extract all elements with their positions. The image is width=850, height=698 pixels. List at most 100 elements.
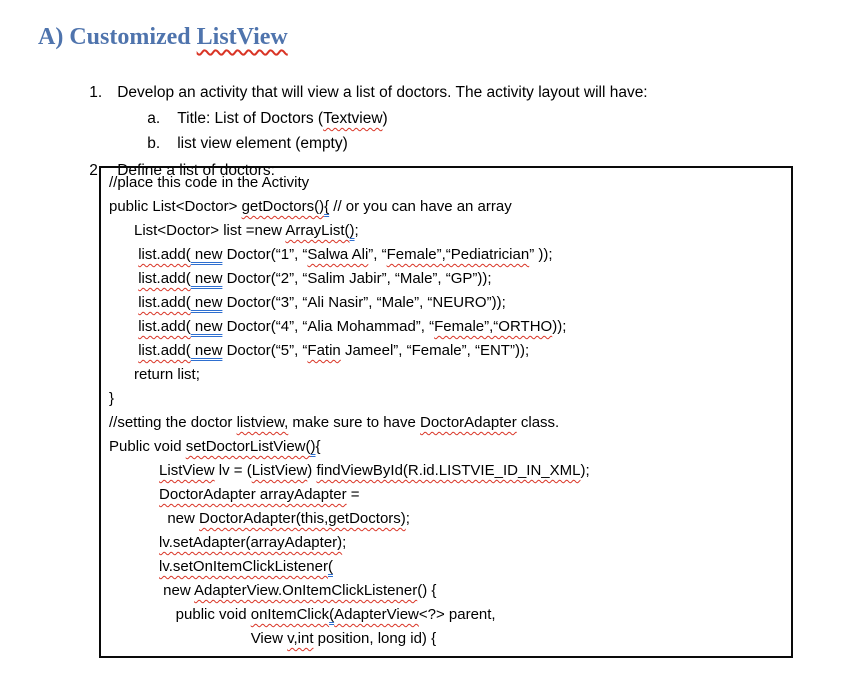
text-segment: Public void bbox=[109, 438, 186, 455]
text-segment: findViewById(R.id.LISTVIE_ID_IN_XML bbox=[316, 462, 581, 479]
text-segment: = bbox=[346, 486, 360, 503]
text-segment: make sure to have bbox=[288, 414, 420, 431]
code-line: list.add( new Doctor(“1”, “Salwa Ali”, “… bbox=[109, 243, 791, 267]
list-number: b. bbox=[147, 135, 161, 152]
text-segment bbox=[109, 318, 138, 335]
code-line: lv.setAdapter(arrayAdapter); bbox=[109, 531, 791, 555]
text-segment: Doctor(“2”, “Salim Jabir”, “Male”, “GP”)… bbox=[222, 270, 492, 287]
text-segment: lv.setOnItemClickListener bbox=[159, 558, 328, 575]
text-segment: { bbox=[324, 198, 330, 215]
text-segment: ListView bbox=[251, 462, 308, 479]
text-segment: DoctorAdapter bbox=[420, 414, 517, 431]
text-segment bbox=[109, 534, 159, 551]
code-block: //place this code in the Activity public … bbox=[99, 166, 793, 658]
text-segment: listview, bbox=[236, 414, 289, 431]
code-line: list.add( new Doctor(“3”, “Ali Nasir”, “… bbox=[109, 291, 791, 315]
text-segment: list.add( bbox=[138, 318, 191, 335]
text-segment: ) bbox=[310, 438, 316, 455]
text-segment: ArrayList( bbox=[285, 222, 350, 239]
text-segment: Doctor(“4”, “Alia Mohammad”, “ bbox=[222, 318, 435, 335]
list-item-develop-activity: 1. Develop an activity that will view a l… bbox=[72, 66, 647, 120]
code-line: //place this code in the Activity bbox=[109, 171, 791, 195]
code-line: list.add( new Doctor(“5”, “Fatin Jameel”… bbox=[109, 339, 791, 363]
code-line: new DoctorAdapter(this,getDoctors); bbox=[109, 507, 791, 531]
text-segment bbox=[109, 342, 138, 359]
text-segment: Doctor(“3”, “Ali Nasir”, “Male”, “NEURO”… bbox=[222, 294, 506, 311]
text-segment: Fatin bbox=[307, 342, 341, 359]
text-segment: class. bbox=[516, 414, 560, 431]
text-segment: )); bbox=[552, 318, 567, 335]
text-segment: getDoctors() bbox=[241, 198, 325, 215]
code-line: lv.setOnItemClickListener( bbox=[109, 555, 791, 579]
text-segment: <?> parent, bbox=[418, 606, 496, 623]
text-segment: new bbox=[190, 318, 223, 335]
text-segment: new bbox=[190, 270, 223, 287]
text-segment: lv.setAdapter(arrayAdapter) bbox=[159, 534, 343, 551]
text-segment: new bbox=[190, 294, 223, 311]
text-segment: new bbox=[109, 582, 195, 599]
text-segment: ) bbox=[307, 462, 317, 479]
text-segment: list.add( bbox=[138, 270, 191, 287]
text-segment: DoctorAdapter arrayAdapter bbox=[159, 486, 347, 503]
text-segment bbox=[109, 246, 138, 263]
text-segment: public void bbox=[109, 606, 251, 623]
code-line: list.add( new Doctor(“4”, “Alia Mohammad… bbox=[109, 315, 791, 339]
text-segment: ListView bbox=[196, 24, 288, 50]
text-segment: DoctorAdapter(this,getDoctors) bbox=[199, 510, 406, 527]
code-line: View v,int position, long id) { bbox=[109, 627, 791, 651]
text-segment: ; bbox=[405, 510, 410, 527]
code-line: list.add( new Doctor(“2”, “Salim Jabir”,… bbox=[109, 267, 791, 291]
list-item-text: Develop an activity that will view a lis… bbox=[117, 84, 647, 101]
text-segment: // or you can have an array bbox=[329, 198, 512, 215]
text-segment: //setting the doctor bbox=[109, 414, 237, 431]
text-segment: setDoctorListView( bbox=[185, 438, 311, 455]
text-segment: list.add( bbox=[138, 246, 191, 263]
text-segment: List<Doctor> list =new bbox=[109, 222, 286, 239]
text-segment: new bbox=[109, 510, 200, 527]
text-segment: () { bbox=[417, 582, 437, 599]
code-line: DoctorAdapter arrayAdapter = bbox=[109, 483, 791, 507]
text-segment: lv = ( bbox=[214, 462, 252, 479]
text-segment: Female”,“ORTHO bbox=[434, 318, 553, 335]
text-segment: list view element (empty) bbox=[177, 135, 348, 152]
text-segment: list.add( bbox=[138, 294, 191, 311]
code-line: //setting the doctor listview, make sure… bbox=[109, 411, 791, 435]
text-segment: AdapterView bbox=[334, 606, 419, 623]
text-segment: ; bbox=[342, 534, 347, 551]
text-segment: return list; bbox=[109, 366, 200, 383]
text-segment: //place this code in the Activity bbox=[109, 174, 310, 191]
text-segment: list.add( bbox=[138, 342, 191, 359]
code-line: Public void setDoctorListView(){ bbox=[109, 435, 791, 459]
code-line: List<Doctor> list =new ArrayList(); bbox=[109, 219, 791, 243]
text-segment: View bbox=[109, 630, 288, 647]
text-segment: new bbox=[190, 246, 223, 263]
code-line: public List<Doctor> getDoctors(){ // or … bbox=[109, 195, 791, 219]
code-line: public void onItemClick(AdapterView<?> p… bbox=[109, 603, 791, 627]
list-item-text: list view element (empty) bbox=[177, 135, 348, 152]
list-number: 1. bbox=[89, 84, 103, 101]
list-number: a. bbox=[147, 110, 161, 127]
text-segment: Doctor(“5”, “ bbox=[222, 342, 308, 359]
code-line: return list; bbox=[109, 363, 791, 387]
code-line: new AdapterView.OnItemClickListener() { bbox=[109, 579, 791, 603]
list-item-text: Title: List of Doctors (Textview) bbox=[177, 110, 387, 127]
text-segment: ) bbox=[382, 110, 388, 127]
text-segment bbox=[109, 558, 159, 575]
text-segment: Textview bbox=[323, 110, 383, 127]
text-segment bbox=[109, 270, 138, 287]
text-segment: Female”,“Pediatrician bbox=[386, 246, 530, 263]
text-segment: } bbox=[109, 390, 115, 407]
list-item-listview-element: b. list view element (empty) bbox=[130, 117, 348, 171]
text-segment: position, long id) { bbox=[313, 630, 437, 647]
text-segment: Develop an activity that will view a lis… bbox=[117, 84, 648, 101]
list-item-title-textview: a. Title: List of Doctors (Textview) bbox=[130, 92, 387, 146]
text-segment: Title: List of Doctors ( bbox=[177, 110, 324, 127]
text-segment: A) Customized bbox=[38, 24, 197, 50]
list-number: 2. bbox=[89, 162, 103, 179]
text-segment: ”, “ bbox=[368, 246, 387, 263]
text-segment: Doctor(“1”, “ bbox=[222, 246, 308, 263]
text-segment: ” )); bbox=[529, 246, 553, 263]
text-segment: ; bbox=[354, 222, 359, 239]
text-segment: ( bbox=[329, 606, 335, 623]
